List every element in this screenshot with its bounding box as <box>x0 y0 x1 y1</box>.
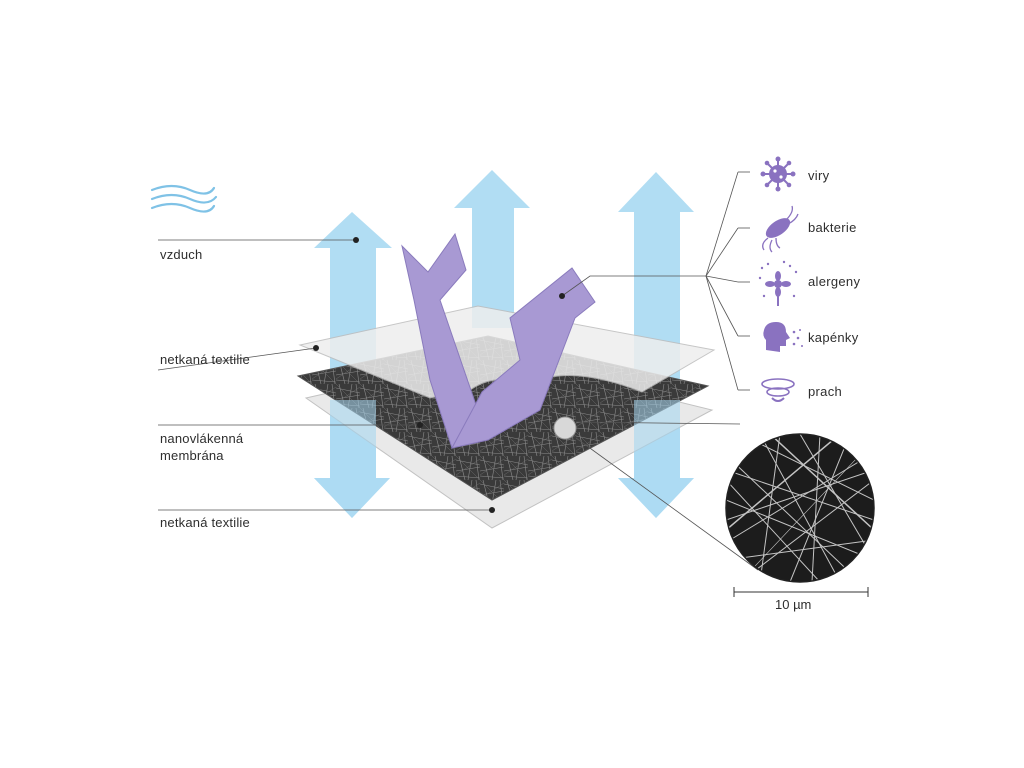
air-arrow-center <box>454 170 530 328</box>
pollutant-arrow-bounce <box>451 267 596 449</box>
pollutant-label-allergens: alergeny <box>808 274 861 289</box>
air-arrow-left-front <box>314 400 390 518</box>
leader-dots <box>313 237 565 513</box>
air-arrow-right-front <box>618 400 694 518</box>
pollutant-label-bacteria: bakterie <box>808 220 857 235</box>
scale-bar-label: 10 µm <box>775 597 812 612</box>
label-membrane-line2: membrána <box>160 448 224 463</box>
label-nonwoven-top: netkaná textilie <box>160 352 250 367</box>
magnified-spot <box>553 416 577 440</box>
scale-bar <box>733 587 869 597</box>
label-membrane-line1: nanovlákenná <box>160 431 244 446</box>
pollutant-arrow-down <box>401 232 477 450</box>
bacteria-icon <box>762 205 799 253</box>
dust-swirl-icon <box>761 378 795 402</box>
pollen-flower-icon <box>758 260 798 306</box>
droplets-head-icon <box>763 322 803 352</box>
label-air: vzduch <box>160 247 203 262</box>
label-nonwoven-bottom: netkaná textilie <box>160 515 250 530</box>
virus-icon <box>760 156 796 192</box>
leader-lines <box>157 171 759 571</box>
pollutant-label-viruses: viry <box>808 168 830 183</box>
wind-icon <box>150 184 218 213</box>
nanofiber-magnification <box>725 433 875 583</box>
pollutant-label-dust: prach <box>808 384 843 399</box>
pollutant-label-droplets: kapénky <box>808 330 859 345</box>
